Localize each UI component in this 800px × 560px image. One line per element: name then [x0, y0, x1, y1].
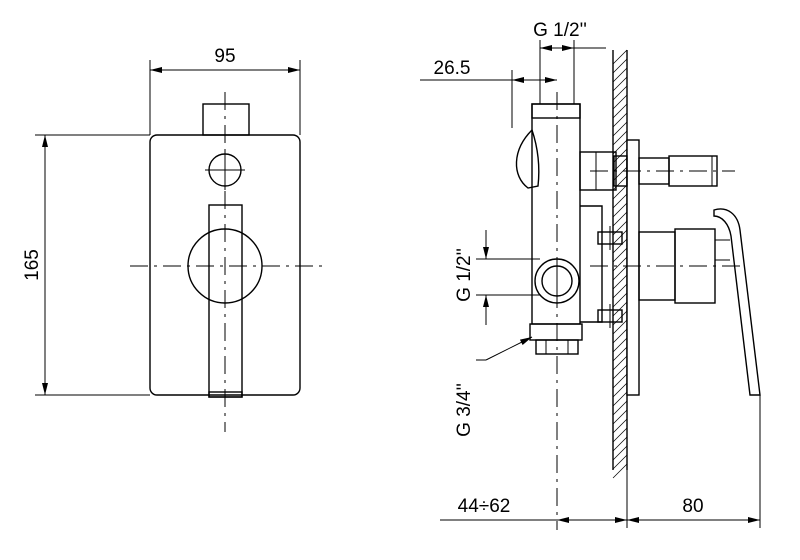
height-dimension: 165: [22, 134, 150, 396]
wall-hatch-line: [612, 463, 628, 479]
bottom-thread-callout: G 3/4'': [454, 336, 533, 437]
wall-hatch-line: [612, 238, 628, 254]
top-thread-dimension: G 1/2'': [533, 20, 606, 104]
valve-body: [515, 92, 628, 530]
top-outlet-pipe: [590, 155, 735, 187]
wall-hatch-line: [612, 211, 628, 227]
wall-hatch-line: [612, 319, 628, 335]
wall-hatch-line: [612, 409, 628, 425]
wall-hatch-line: [612, 373, 628, 389]
handle-body-side: [590, 228, 745, 304]
height-label: 165: [22, 249, 43, 281]
wall-hatch-line: [612, 121, 628, 137]
lever-side: [713, 208, 761, 396]
wall-hatch-line: [612, 49, 628, 65]
front-view: 95 165: [22, 46, 325, 432]
top-outlet-stub: [202, 103, 250, 136]
wall-hatch-line: [612, 157, 628, 173]
offset-label: 26.5: [434, 58, 471, 79]
wall-hatch-line: [612, 175, 628, 191]
wall-hatch-line: [612, 85, 628, 101]
wall-hatch-line: [612, 247, 628, 263]
wall-hatch-line: [612, 382, 628, 398]
offset-dimension: 26.5: [420, 58, 557, 128]
wall-hatch-line: [612, 112, 628, 128]
mounting-plate: [626, 139, 640, 396]
wall-hatch-line: [612, 328, 628, 344]
side-view: G 1/2'' 26.5 G 1/2'' G 3/4'': [420, 20, 761, 530]
wall-section: [612, 49, 628, 479]
wall-hatch-line: [612, 283, 628, 299]
wall-hatch-line: [612, 193, 628, 209]
wall-hatch-line: [612, 94, 628, 110]
side-thread-dimension: G 1/2'': [454, 230, 540, 325]
side-thread-label: G 1/2'': [454, 248, 475, 302]
depth-range-label: 44÷62: [458, 496, 511, 517]
wall-hatch-line: [612, 436, 628, 452]
wall-hatch-line: [612, 67, 628, 83]
wall-hatch-line: [612, 256, 628, 272]
wall-hatch-line: [612, 418, 628, 434]
wall-hatch-line: [612, 202, 628, 218]
wall-hatch-line: [612, 76, 628, 92]
wall-hatch-line: [612, 58, 628, 74]
wall-hatch-line: [612, 310, 628, 326]
wall-hatch-line: [612, 166, 628, 182]
wall-hatch-line: [612, 364, 628, 380]
wall-hatch-line: [612, 184, 628, 200]
wall-hatch-line: [612, 454, 628, 470]
wall-hatch-line: [612, 391, 628, 407]
wall-hatch-line: [612, 355, 628, 371]
wall-hatch-line: [612, 346, 628, 362]
wall-hatch-line: [612, 220, 628, 236]
wall-hatch-line: [612, 400, 628, 416]
width-dimension: 95: [149, 46, 301, 135]
handle-depth-dimension: 80: [627, 395, 761, 528]
width-label: 95: [214, 46, 235, 67]
depth-range-dimension: 44÷62: [440, 470, 628, 528]
wall-hatch-line: [612, 274, 628, 290]
wall-hatch-line: [612, 130, 628, 146]
wall-hatch-line: [612, 229, 628, 245]
bottom-thread-label: G 3/4'': [454, 383, 475, 437]
wall-hatch-line: [612, 427, 628, 443]
wall-hatch-line: [612, 265, 628, 281]
wall-hatch-line: [612, 292, 628, 308]
wall-hatch-line: [612, 337, 628, 353]
wall-hatch-line: [612, 103, 628, 119]
wall-hatch-line: [612, 301, 628, 317]
top-thread-label: G 1/2'': [533, 20, 587, 41]
bottom-nut: [529, 323, 583, 341]
handle-depth-label: 80: [682, 496, 703, 517]
wall-hatch-line: [612, 445, 628, 461]
